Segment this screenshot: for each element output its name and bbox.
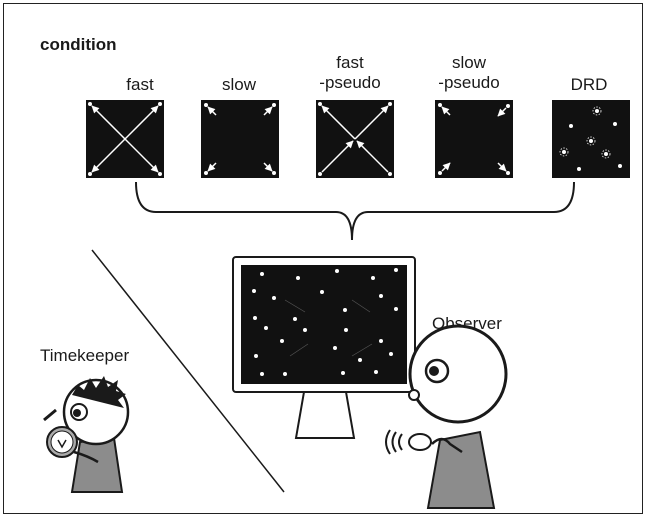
condition-label-slow: slow bbox=[221, 75, 256, 94]
stimulus-slow bbox=[201, 100, 279, 178]
condition-label-fast: fast bbox=[126, 75, 154, 94]
timekeeper-figure bbox=[43, 376, 130, 493]
timekeeper-label: Timekeeper bbox=[40, 346, 130, 365]
observer-figure bbox=[385, 324, 508, 509]
figure-border bbox=[3, 3, 643, 514]
stimulus-slow-pseudo bbox=[435, 100, 513, 178]
condition-label-slow-pseudo: slow-pseudo bbox=[438, 53, 500, 92]
grouping-brace bbox=[135, 181, 575, 241]
stimulus-drd bbox=[552, 100, 630, 178]
condition-heading: condition bbox=[40, 35, 117, 54]
monitor bbox=[232, 256, 416, 439]
condition-label-fast-pseudo: fast-pseudo bbox=[319, 53, 381, 92]
stimulus-fast bbox=[86, 100, 164, 178]
condition-label-drd: DRD bbox=[570, 75, 608, 94]
divider-line bbox=[91, 249, 285, 493]
stimulus-fast-pseudo bbox=[316, 100, 394, 178]
